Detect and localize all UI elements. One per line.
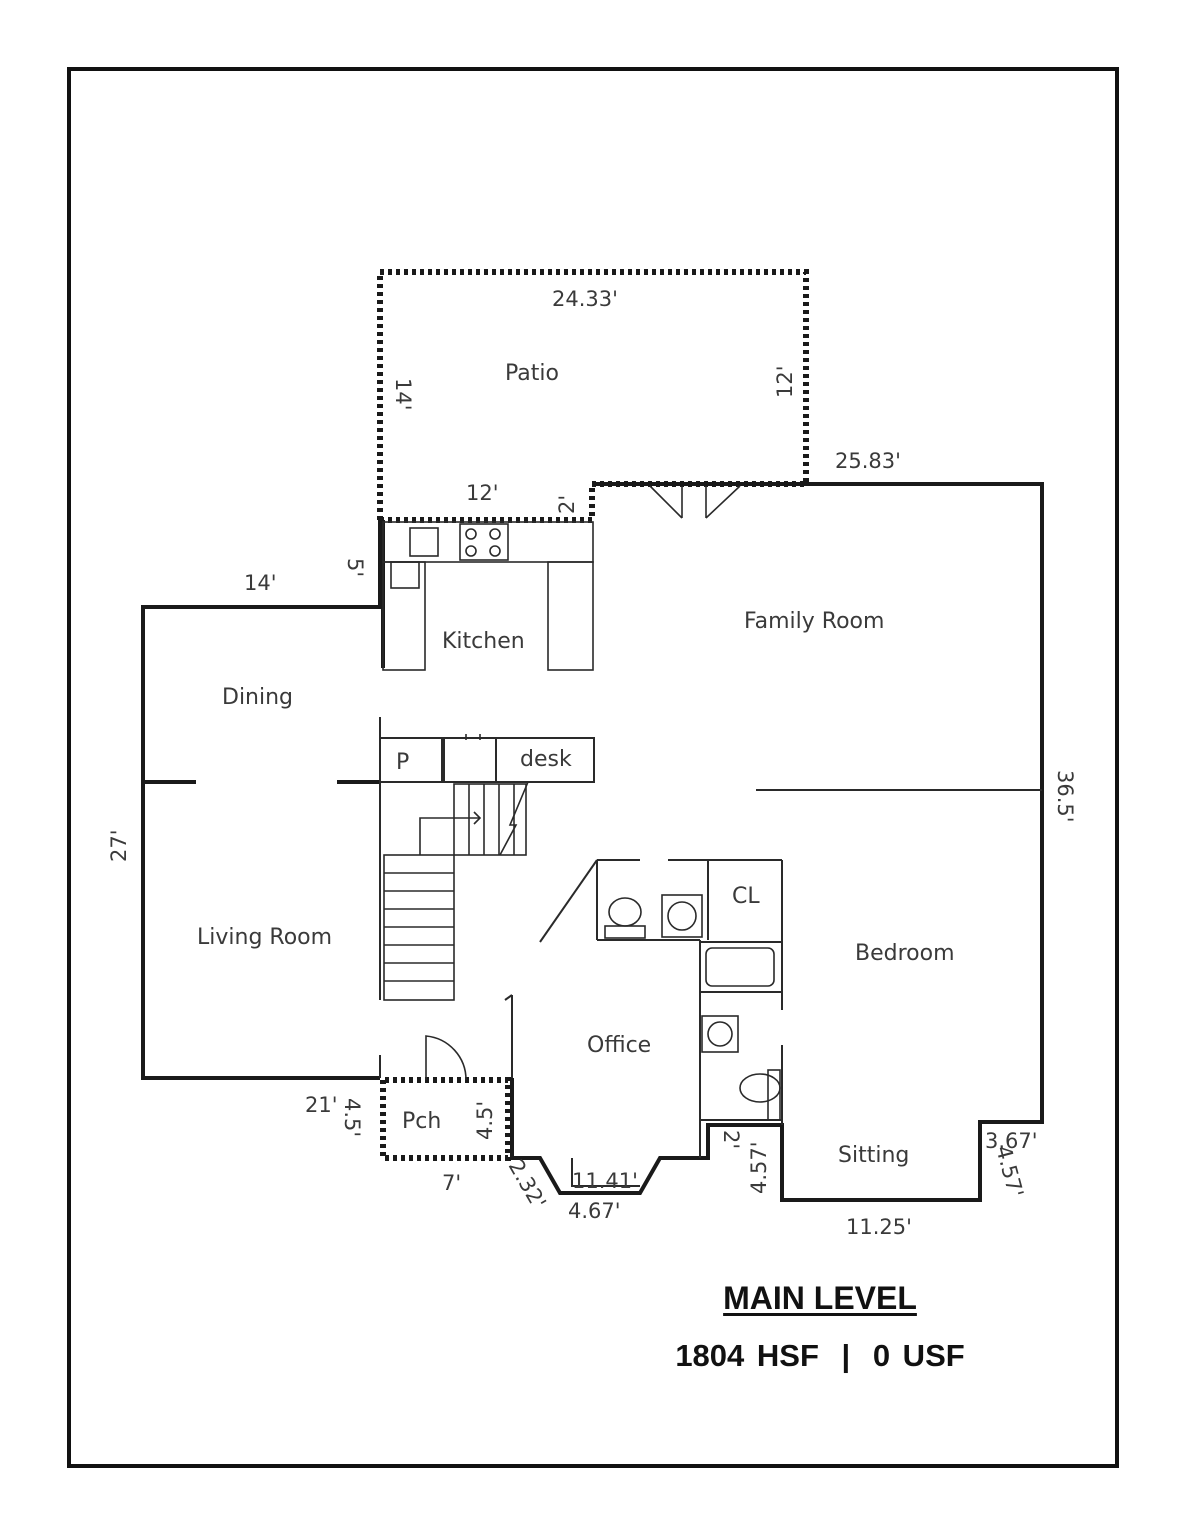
dim-porch-bottom: 7' [442,1171,461,1195]
dim-right-side: 36.5' [1053,770,1077,823]
dim-notch-457: 4.57' [747,1141,771,1194]
pantry-label: P [396,750,409,775]
area-hsf: 1804 HSF [675,1338,819,1373]
area-separator: | [841,1338,851,1373]
kitchen-label: Kitchen [442,629,525,654]
dim-family-top: 25.83' [835,449,901,473]
area-usf: 0 USF [872,1338,965,1373]
dim-kitchen-5: 5' [343,558,367,577]
kitchen-fixtures [382,521,594,671]
stairs [383,781,529,1001]
dim-patio-left: 14' [391,378,415,411]
office-bay [571,1158,640,1187]
dim-bay-top: 11.41' [572,1169,638,1193]
dining-label: Dining [222,685,293,710]
title-block: MAIN LEVEL [560,1280,1080,1317]
dim-patio-width: 24.33' [552,287,618,311]
bedroom-label: Bedroom [855,941,955,966]
dim-porch-left: 4.5' [340,1098,364,1137]
page-frame [67,67,1119,1468]
dim-patio-right: 12' [773,366,797,399]
dim-bottom-left: 21' [305,1093,338,1117]
dim-notch-2: 2' [719,1130,743,1149]
dim-left-side: 27' [107,830,131,863]
desk-label: desk [520,747,572,772]
dim-porch-right: 4.5' [473,1101,497,1140]
dim-sitting-bottom: 11.25' [846,1215,912,1239]
closet-label: CL [732,884,760,909]
patio-doors [649,485,741,519]
pantry-desk [379,734,595,783]
living-room-label: Living Room [197,925,332,950]
interior-walls [143,717,1042,1158]
dim-sitting-367: 3.67' [985,1129,1038,1153]
dim-dining-top: 14' [244,571,277,595]
dim-bay-bottom: 4.67' [568,1199,621,1223]
patio-label: Patio [505,361,559,386]
main-level-title: MAIN LEVEL [723,1280,917,1316]
sitting-label: Sitting [838,1143,909,1168]
porch [380,1035,511,1161]
dim-patio-bottom: 12' [466,481,499,505]
area-summary: 1804 HSF | 0 USF [560,1338,1080,1374]
dim-patio-step: 2' [555,495,579,514]
office-label: Office [587,1033,651,1058]
bath-fixtures [604,894,783,1121]
porch-label: Pch [402,1109,441,1134]
family-room-label: Family Room [744,609,884,634]
